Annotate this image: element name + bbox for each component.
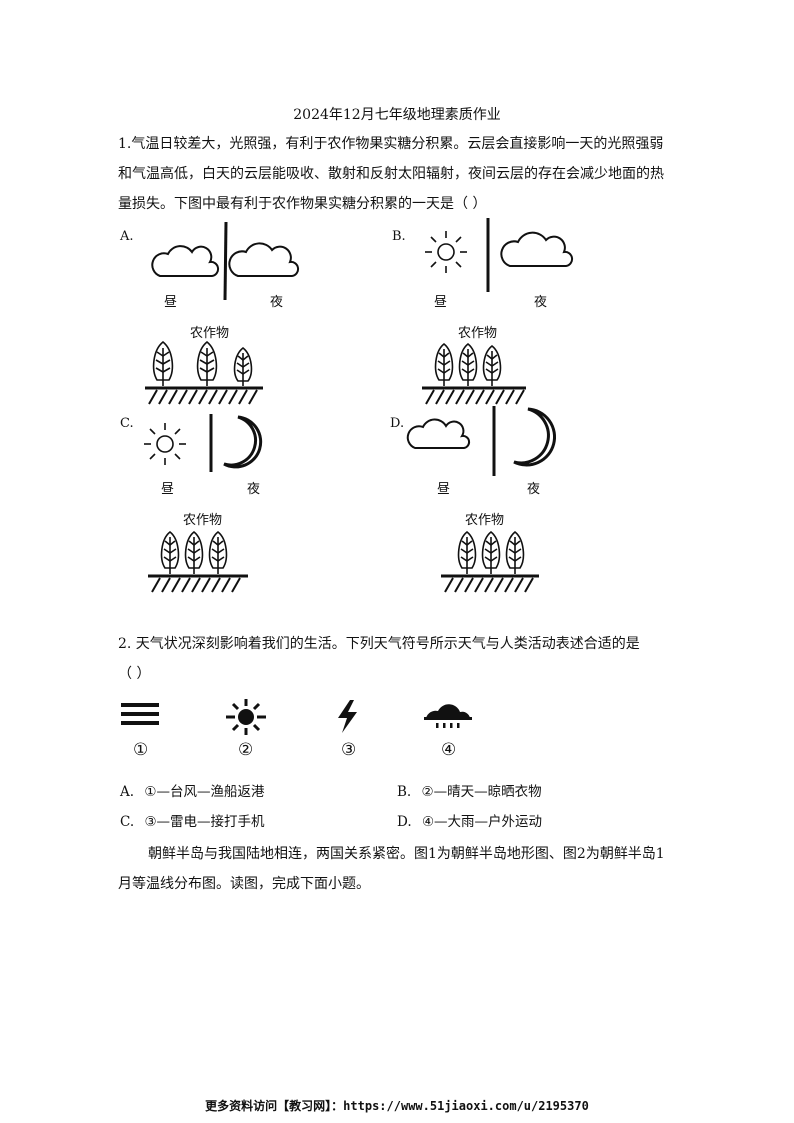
day-label: 昼 bbox=[437, 482, 451, 497]
answer-letter: C. bbox=[120, 814, 135, 830]
crop-plant-icon bbox=[458, 342, 478, 386]
q2-answer-c: C. ③—雷电—接打手机 bbox=[120, 810, 265, 830]
night-label: 夜 bbox=[534, 295, 548, 310]
answer-text: ④—大雨—户外运动 bbox=[421, 814, 543, 830]
night-label: 夜 bbox=[270, 295, 284, 310]
crop-plant-icon bbox=[196, 340, 218, 386]
crop-plant-icon bbox=[457, 530, 477, 574]
cloud-icon bbox=[151, 245, 220, 277]
day-label: 昼 bbox=[164, 295, 178, 310]
crop-label: 农作物 bbox=[458, 326, 498, 341]
sun-symbol-icon bbox=[226, 699, 266, 735]
q1-option-d-letter: D. bbox=[390, 416, 405, 431]
crop-field-illustration bbox=[145, 340, 263, 405]
ground-hatch bbox=[441, 574, 539, 593]
answer-letter: A. bbox=[120, 784, 135, 800]
moon-icon bbox=[513, 407, 557, 467]
night-label: 夜 bbox=[527, 482, 541, 497]
q1-line-2: 和气温高低，白天的云层能吸收、散射和反射太阳辐射，夜间云层的存在会减少地面的热 bbox=[118, 166, 664, 182]
day-night-divider bbox=[486, 218, 490, 292]
cloud-icon bbox=[228, 242, 300, 277]
answer-letter: D. bbox=[397, 814, 412, 830]
answer-letter: B. bbox=[397, 784, 412, 800]
page-title: 2024年12月七年级地理素质作业 bbox=[293, 107, 501, 123]
lightning-icon bbox=[338, 700, 357, 733]
answer-text: ②—晴天—晾晒衣物 bbox=[421, 784, 542, 800]
sun-icon bbox=[425, 231, 467, 273]
q1-option-b-letter: B. bbox=[392, 229, 406, 244]
q2-line-1: 2. 天气状况深刻影响着我们的生活。下列天气符号所示天气与人类活动表述合适的是 bbox=[118, 636, 640, 652]
q2-answer-b: B. ②—晴天—晾晒衣物 bbox=[397, 780, 542, 800]
crop-plant-icon bbox=[434, 342, 454, 386]
symbol-number-2: ② bbox=[238, 740, 254, 760]
day-night-divider bbox=[223, 221, 228, 301]
crop-label: 农作物 bbox=[190, 326, 230, 341]
q2-answer-d: D. ④—大雨—户外运动 bbox=[397, 810, 542, 830]
q3-line-1: 朝鲜半岛与我国陆地相连，两国关系紧密。图1为朝鲜半岛地形图、图2为朝鲜半岛1 bbox=[148, 846, 665, 862]
symbol-number-4: ④ bbox=[441, 740, 457, 760]
crop-plant-icon bbox=[208, 530, 228, 574]
day-night-divider bbox=[492, 406, 496, 476]
sun-icon bbox=[144, 423, 186, 465]
q1-option-a-letter: A. bbox=[120, 229, 134, 244]
crop-plant-icon bbox=[152, 340, 174, 386]
fog-lines-icon bbox=[121, 703, 159, 725]
q2-answer-a: A. ①—台风—渔船返港 bbox=[120, 780, 264, 800]
crop-label: 农作物 bbox=[183, 513, 223, 528]
crop-plant-icon bbox=[505, 530, 525, 574]
ground-hatch bbox=[145, 386, 263, 405]
moon-icon bbox=[223, 415, 263, 469]
cloud-icon bbox=[406, 418, 471, 449]
crop-field-illustration bbox=[422, 342, 526, 405]
day-night-divider bbox=[209, 414, 213, 472]
q1-line-1: 1.气温日较差大，光照强，有利于农作物果实糖分积累。云层会直接影响一天的光照强弱 bbox=[118, 136, 664, 152]
rain-cloud-icon bbox=[424, 704, 472, 728]
crop-plant-icon bbox=[160, 530, 180, 574]
crop-plant-icon bbox=[184, 530, 204, 574]
crop-plant-icon bbox=[481, 530, 501, 574]
q2-line-2: （ ） bbox=[118, 666, 151, 682]
day-label: 昼 bbox=[434, 295, 448, 310]
q3-line-2: 月等温线分布图。读图，完成下面小题。 bbox=[118, 876, 370, 892]
ground-hatch bbox=[148, 574, 248, 593]
crop-plant-icon bbox=[482, 344, 502, 386]
day-label: 昼 bbox=[161, 482, 175, 497]
night-label: 夜 bbox=[247, 482, 261, 497]
footer-link[interactable]: 更多资料访问【教习网】：https://www.51jiaoxi.com/u/2… bbox=[205, 1099, 589, 1113]
answer-text: ③—雷电—接打手机 bbox=[144, 814, 265, 830]
crop-label: 农作物 bbox=[465, 513, 505, 528]
symbol-number-1: ① bbox=[133, 740, 149, 760]
ground-hatch bbox=[422, 386, 526, 405]
crop-field-illustration bbox=[148, 530, 248, 593]
q1-line-3: 量损失。下图中最有利于农作物果实糖分积累的一天是（ ） bbox=[118, 196, 487, 212]
q1-option-c-letter: C. bbox=[120, 416, 134, 431]
crop-plant-icon bbox=[233, 346, 253, 386]
crop-field-illustration bbox=[441, 530, 539, 593]
symbol-number-3: ③ bbox=[341, 740, 357, 760]
cloud-icon bbox=[500, 231, 574, 267]
answer-text: ①—台风—渔船返港 bbox=[144, 784, 265, 800]
